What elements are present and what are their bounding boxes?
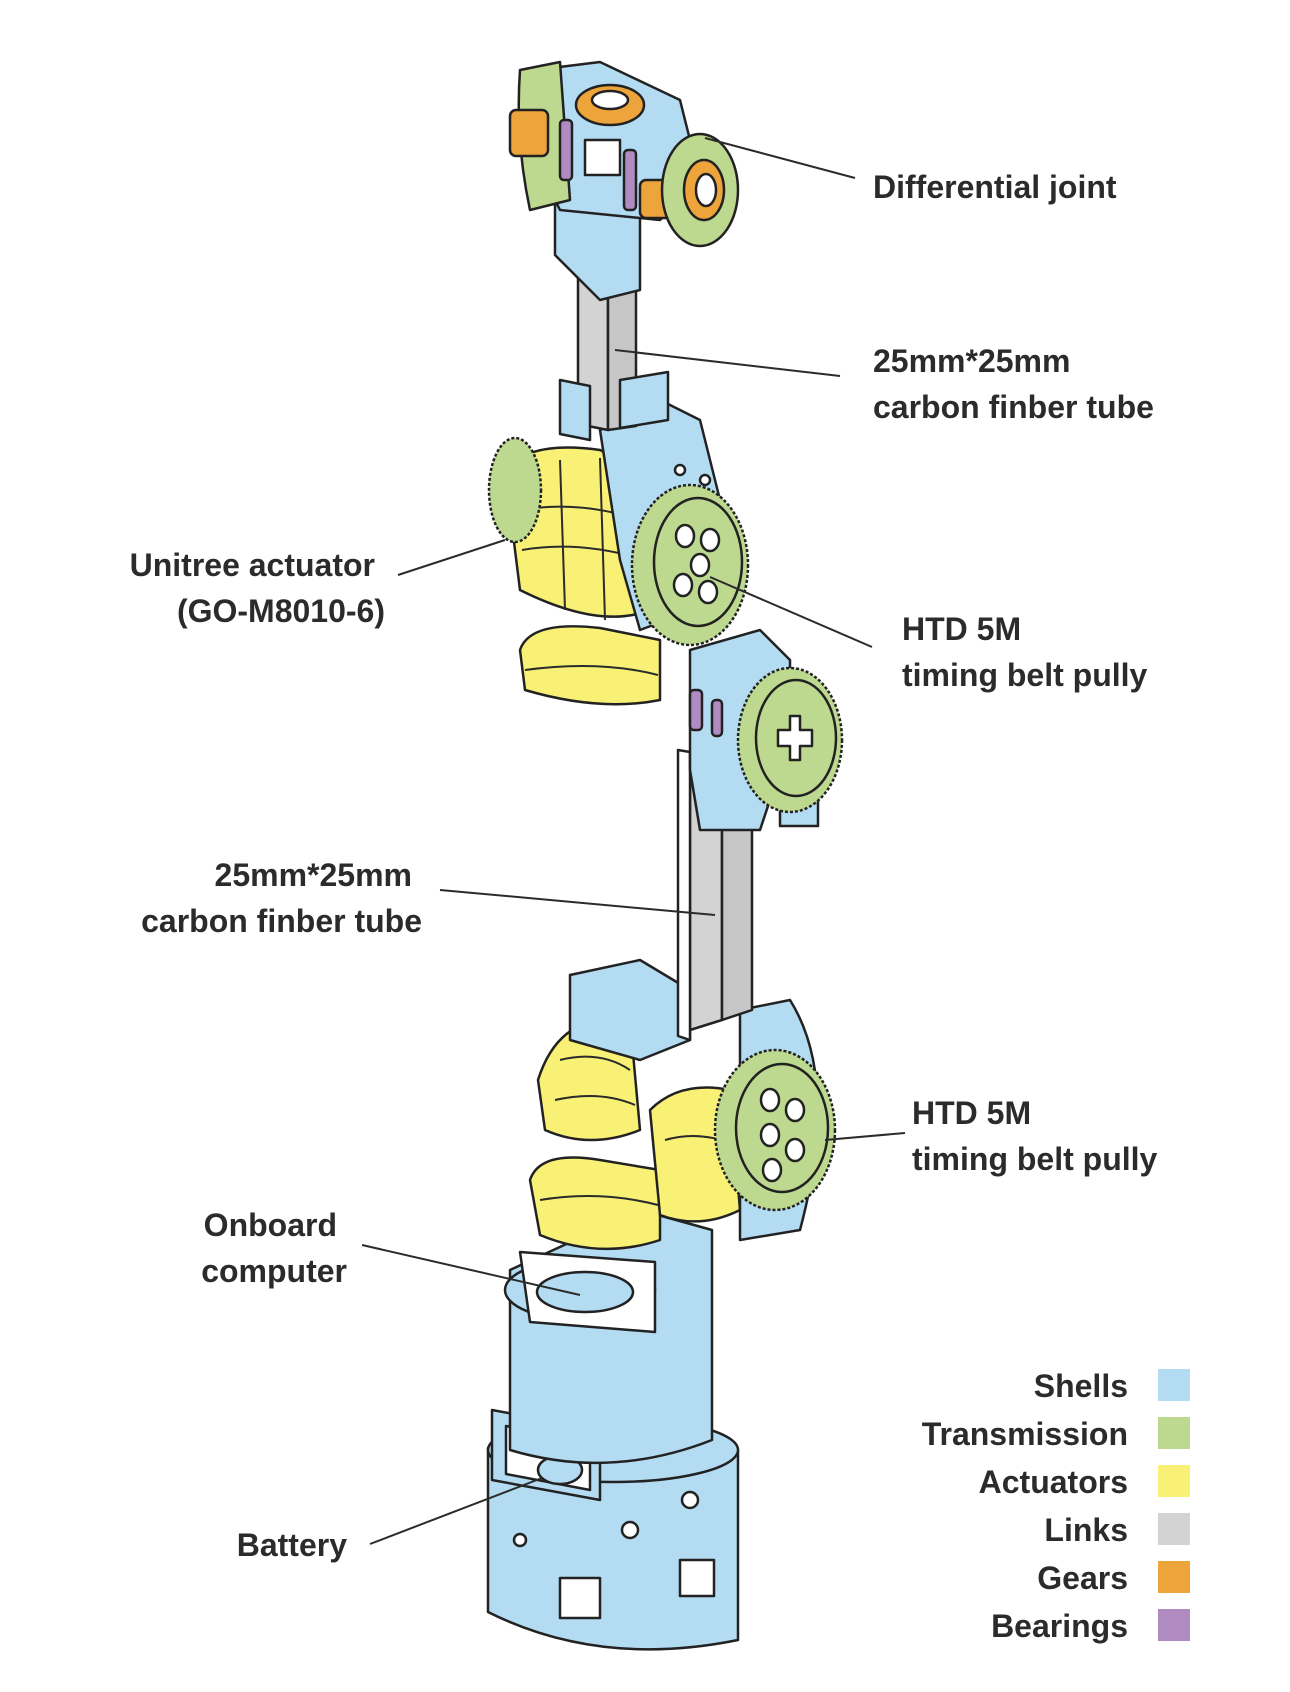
legend-label-bearings: Bearings [991,1608,1128,1644]
leader-lines [361,137,906,1545]
leader-computer [361,1244,581,1296]
legend-swatch-bearings [1158,1609,1190,1641]
elbow-bearings [688,688,724,738]
differential-joint [508,60,740,302]
legend-swatch-shells [1158,1369,1190,1401]
label-upper-tube-line1: 25mm*25mm [873,343,1070,379]
label-lower-pulley-line2: timing belt pully [912,1141,1158,1177]
leader-lower-pulley [824,1132,906,1141]
label-lower-pulley-line1: HTD 5M [912,1095,1031,1131]
leader-actuator [397,539,506,576]
label-upper-pulley-line2: timing belt pully [902,657,1148,693]
color-legend: ShellsTransmissionActuatorsLinksGearsBea… [922,1368,1190,1644]
leader-differential-joint [704,137,856,179]
legend-label-gears: Gears [1037,1560,1128,1596]
leader-lower-tube [439,889,716,916]
base-vent-holes [512,1490,716,1620]
label-battery: Battery [237,1527,347,1563]
label-upper-tube-line2: carbon finber tube [873,389,1154,425]
label-lower-tube-line2: carbon finber tube [141,903,422,939]
legend-label-actuators: Actuators [979,1464,1128,1500]
torso-shell [503,1208,714,1465]
legend-swatch-links [1158,1513,1190,1545]
label-actuator-line1: Unitree actuator [130,547,375,583]
label-computer-line2: computer [201,1253,347,1289]
upper-pulley [630,483,750,647]
legend-label-shells: Shells [1034,1368,1128,1404]
legend-swatch-actuators [1158,1465,1190,1497]
label-computer-line1: Onboard [204,1207,337,1243]
leader-upper-pulley [709,576,873,648]
leader-battery [369,1477,543,1545]
label-lower-tube-line1: 25mm*25mm [215,857,412,893]
leader-upper-tube [614,349,841,377]
label-upper-pulley-line1: HTD 5M [902,611,1021,647]
legend-label-links: Links [1044,1512,1128,1548]
label-actuator-line2: (GO-M8010-6) [177,593,385,629]
label-differential-joint: Differential joint [873,169,1117,205]
callout-labels: Differential joint 25mm*25mm carbon finb… [130,169,1158,1563]
legend-swatch-gears [1158,1561,1190,1593]
shoulder-transmission-left [487,436,543,544]
elbow-pulley [736,666,844,814]
legend-swatch-transmission [1158,1417,1190,1449]
lower-pulley [713,1048,837,1212]
legend-label-transmission: Transmission [922,1416,1128,1452]
